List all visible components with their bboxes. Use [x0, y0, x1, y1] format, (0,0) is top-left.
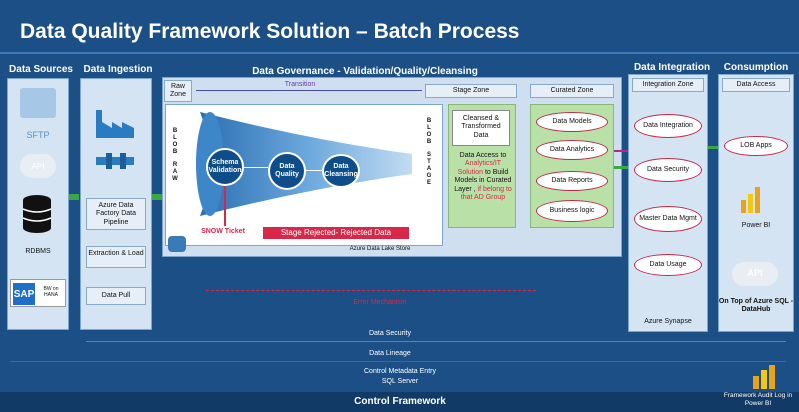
curated-data-analytics: Data Analytics [536, 140, 608, 160]
sap-subtitle: BW on HANA [43, 286, 59, 298]
consumption-footer: On Top of Azure SQL - DataHub [718, 298, 794, 314]
sftp-label: SFTP [26, 130, 50, 140]
arrow-ingestion-to-governance [152, 194, 162, 200]
data-security-line [86, 341, 786, 342]
schema-validation-step: Schema Validation [206, 148, 244, 186]
error-mechanism-label: Error Mechanism [353, 299, 407, 306]
curated-zone-label: Curated Zone [530, 84, 614, 98]
pipe-icon [96, 152, 134, 170]
page-title: Data Quality Framework Solution – Batch … [20, 20, 520, 43]
stage-rejected-box [262, 226, 410, 240]
arrow-governance-to-integration-red [614, 150, 628, 152]
sap-logo: SAP BW on HANA [10, 279, 66, 307]
transition-arrow [196, 90, 422, 91]
audit-label: Framework Audit Log in Power BI [723, 392, 793, 407]
sftp-icon [20, 88, 56, 118]
section-data-ingestion: Data Ingestion [83, 64, 153, 75]
powerbi-label: Power BI [741, 222, 771, 229]
arrow-governance-to-integration [614, 166, 628, 169]
integration-panel [628, 74, 708, 332]
section-data-sources: Data Sources [9, 64, 73, 75]
consumption-zone-label: Data Access [722, 78, 790, 92]
access-mid: to Build Models in Curated Layer , [454, 168, 512, 193]
data-quality-step: Data Quality [268, 152, 306, 190]
data-access-note: Data Access to Analytics/IT Solution to … [452, 152, 514, 202]
api-label: API [31, 162, 45, 171]
stage-rejected-label: Stage Rejected- Rejected Data [280, 228, 392, 237]
lake-store-label: Azure Data Lake Store [349, 246, 411, 252]
consumption-api-cloud-icon [732, 262, 778, 286]
ingestion-extraction-box: Extraction & Load [86, 246, 146, 268]
factory-icon [94, 108, 136, 140]
curated-data-reports: Data Reports [536, 171, 608, 191]
control-framework-bar [0, 392, 799, 412]
api-cloud-icon [20, 154, 56, 178]
access-pre: Data Access to [459, 152, 507, 159]
raw-zone-label: Raw Zone [164, 80, 192, 102]
ingestion-pipeline-box: Azure Data Factory Data Pipeline [86, 198, 146, 230]
arrow-sources-to-ingestion [69, 194, 79, 200]
arrow-schema-to-quality [244, 167, 268, 168]
integration-zone-label: Integration Zone [632, 78, 704, 92]
curated-data-models: Data Models [536, 112, 608, 132]
control-framework-label: Control Framework [354, 396, 446, 407]
snow-ticket-label: SNOW Ticket [201, 228, 245, 235]
integration-data-security: Data Security [634, 158, 702, 182]
data-lineage-line [10, 361, 786, 362]
snow-ticket-arrow [224, 186, 226, 226]
header-divider [0, 52, 799, 54]
cleansed-data-box: Cleansed & Transformed Data [452, 110, 510, 146]
curated-business-logic: Business logic [536, 200, 608, 222]
sql-server-label: SQL Server [381, 378, 419, 385]
integration-master-data: Master Data Mgmt [634, 206, 702, 232]
arrow-quality-to-cleansing [306, 170, 322, 171]
database-icon [21, 194, 53, 234]
error-dashed-line [206, 290, 536, 291]
section-consumption: Consumption [723, 62, 789, 73]
data-cleansing-step: Data Cleansing [322, 154, 360, 188]
section-data-integration: Data Integration [633, 62, 711, 73]
stage-zone-label: Stage Zone [425, 84, 517, 98]
access-highlight-2: if belong to that AD Group [460, 185, 512, 201]
section-governance: Data Governance - Validation/Quality/Cle… [252, 66, 478, 77]
consumption-api-label: API [747, 268, 763, 278]
integration-data-usage: Data Usage [634, 254, 702, 276]
data-lake-icon [168, 236, 186, 252]
data-lineage-label: Data Lineage [369, 350, 411, 357]
access-highlight-1: Analytics/IT Solution [457, 160, 502, 176]
ingestion-pull-box: Data Pull [86, 287, 146, 305]
arrow-integration-to-consumption [708, 146, 720, 149]
audit-powerbi-icon [752, 364, 776, 390]
rdbms-label: RDBMS [25, 248, 51, 255]
sap-logo-badge: SAP [13, 283, 35, 305]
data-security-label: Data Security [368, 330, 412, 337]
transition-label: Transition [284, 81, 316, 88]
consumption-lob-apps: LOB Apps [724, 136, 788, 156]
integration-footer: Azure Synapse [644, 318, 692, 325]
metadata-entry-label: Control Metadata Entry [364, 368, 436, 375]
powerbi-icon [740, 186, 762, 214]
integration-data-integration: Data Integration [634, 114, 702, 138]
